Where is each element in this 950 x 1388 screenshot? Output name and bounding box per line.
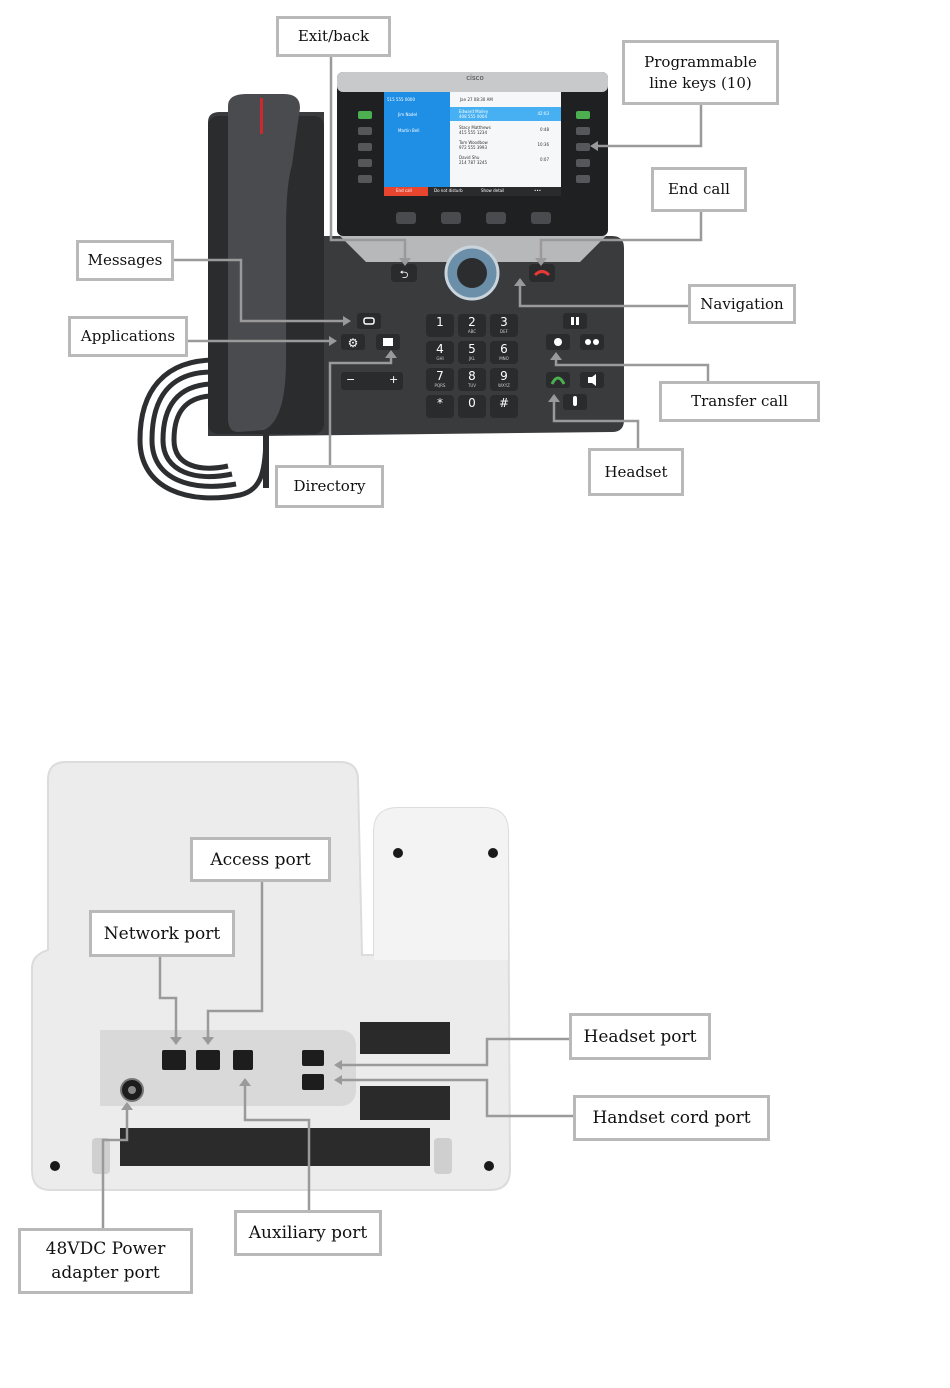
keypad-digit: 3 [500, 315, 508, 329]
softkey-buttons[interactable] [396, 212, 551, 224]
callout-directory: Directory [275, 465, 384, 508]
keypad-digit: 7 [436, 369, 444, 383]
keypad-digit: # [498, 396, 510, 410]
callout-messages: Messages [76, 240, 174, 281]
keypad-key[interactable]: # [490, 395, 518, 418]
callout-power-adapter-port: 48VDC Power adapter port [18, 1228, 193, 1294]
callout-handset-cord-port: Handset cord port [573, 1095, 770, 1141]
keypad-digit: 9 [500, 369, 508, 383]
callout-network-port: Network port [89, 910, 235, 957]
cisco-logo: cisco [466, 74, 484, 82]
stand-recess [374, 808, 508, 960]
keypad-digit: 6 [500, 342, 508, 356]
callout-transfer-call: Transfer call [659, 381, 820, 422]
keypad-letters: ABC [467, 329, 477, 334]
keypad-letters: TUV [467, 383, 477, 388]
keypad-digit: * [437, 396, 443, 410]
keypad-key[interactable]: 0 [458, 395, 486, 418]
softkey-show-detail[interactable]: Show detail [481, 188, 505, 193]
keypad-letters: MNO [499, 356, 509, 361]
leader-arrowheads [121, 141, 598, 1110]
messages-button[interactable] [357, 313, 381, 329]
network-port[interactable] [162, 1050, 186, 1070]
keypad-letters: PQRS [434, 383, 446, 388]
keypad-digit: 1 [436, 315, 444, 329]
line-keys-right[interactable] [576, 111, 590, 183]
call-row[interactable]: Stacy Matthews 415 555 1234 0:48 [459, 125, 549, 135]
conference-button[interactable] [580, 334, 604, 350]
call-row[interactable]: Tom Woodbow 972 555 3993 10:36 [459, 140, 549, 150]
keypad-letters: JKL [468, 356, 476, 361]
call-row[interactable]: Edward Mailey 408 555 0004 42:03 [459, 109, 549, 119]
callout-applications: Applications [68, 316, 188, 357]
handset [228, 94, 300, 432]
softkey-bar [384, 187, 561, 196]
handset-cord-port-jack[interactable] [302, 1074, 324, 1090]
keypad-letters: GHI [436, 356, 444, 361]
handset-led [260, 98, 263, 134]
callout-navigation: Navigation [688, 284, 796, 324]
volume-down-label: − [346, 373, 356, 386]
svg-text:⚙: ⚙ [348, 336, 359, 350]
regulatory-label [120, 1128, 430, 1166]
silver-bar [337, 72, 608, 92]
headset-port-jack[interactable] [302, 1050, 324, 1066]
callout-programmable-line-keys: Programmable line keys (10) [622, 40, 779, 105]
callout-exit-back: Exit/back [276, 16, 391, 57]
call-row[interactable]: David Shu 214 787 3245 0:07 [459, 155, 549, 165]
svg-text:⮌: ⮌ [400, 268, 409, 281]
volume-up-label: + [389, 373, 399, 386]
applications-button[interactable] [341, 334, 365, 350]
hold-button[interactable] [563, 313, 587, 329]
keypad-digit: 5 [468, 342, 476, 356]
navigation-select[interactable] [457, 258, 487, 288]
callout-end-call: End call [651, 167, 747, 212]
callout-auxiliary-port: Auxiliary port [234, 1210, 382, 1256]
keypad-letters: WXYZ [498, 383, 510, 388]
keypad-key[interactable]: 1 [426, 314, 454, 337]
volume-rocker[interactable] [341, 372, 403, 390]
callout-access-port: Access port [190, 837, 331, 882]
barcode-label-top [360, 1022, 450, 1054]
screen-date-time: Jan 27 08:30 AM [460, 97, 493, 102]
softkey-dnd[interactable]: Do not disturb [434, 188, 463, 193]
headset-button[interactable] [546, 372, 570, 388]
keypad-letters: DEF [500, 329, 508, 334]
keypad-digit: 2 [468, 315, 476, 329]
softkey-more[interactable]: ••• [534, 188, 542, 193]
barcode-label-bottom [360, 1086, 450, 1120]
coiled-cord [137, 357, 269, 501]
keypad-digit: 4 [436, 342, 444, 356]
keypad-digit: 0 [468, 396, 476, 410]
softkey-end-call[interactable]: End call [396, 188, 412, 193]
auxiliary-port-jack[interactable] [233, 1050, 253, 1070]
callout-headset-port: Headset port [569, 1013, 711, 1060]
back-button[interactable] [391, 264, 417, 282]
keypad-key[interactable]: * [426, 395, 454, 418]
access-port[interactable] [196, 1050, 220, 1070]
callout-headset: Headset [588, 448, 684, 496]
screen-content: 515 555 0000 Jan 27 08:30 AM Jim Nadel M… [384, 92, 561, 196]
keypad-digit: 8 [468, 369, 476, 383]
leader-lines [101, 57, 710, 1228]
screen-line-jim[interactable]: Jim Nadel [398, 112, 418, 117]
line-keys-left[interactable] [358, 111, 372, 183]
screen-line-number: 515 555 0000 [387, 97, 415, 102]
screen-line-martin[interactable]: Martin Bell [398, 128, 420, 133]
